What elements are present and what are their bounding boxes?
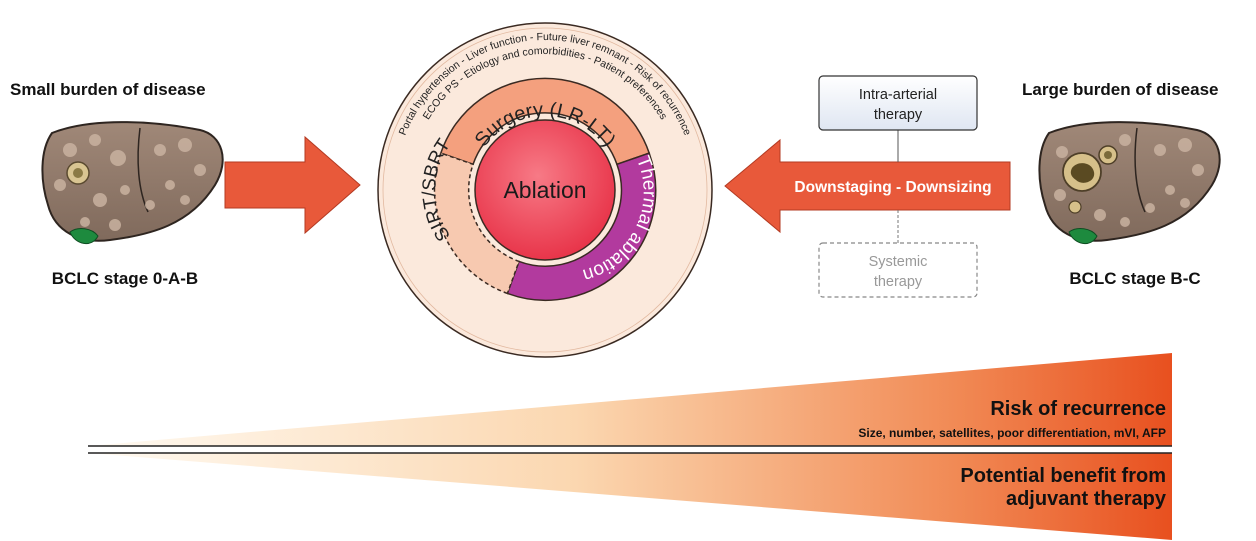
downstaging-label: Downstaging - Downsizing <box>794 179 991 196</box>
systemic-line1: Systemic <box>869 254 928 270</box>
risk-subtitle: Size, number, satellites, poor different… <box>858 426 1166 440</box>
treatment-wheel: Portal hypertension - Liver function - F… <box>377 22 713 358</box>
surgery-segment <box>439 77 651 166</box>
intra-arterial-therapy-box: Intra-arterial therapy <box>818 75 978 131</box>
right-heading: Large burden of disease <box>1022 80 1219 99</box>
intra-arterial-line1: Intra-arterial <box>859 87 937 103</box>
systemic-therapy-box: Systemic therapy <box>818 242 978 298</box>
sirt-sbrt-segment <box>433 152 520 295</box>
ablation-label: Ablation <box>503 177 586 203</box>
thermal-ablation-segment <box>506 152 657 301</box>
liver-illustration-left <box>41 121 224 244</box>
adjuvant-title-line2: adjuvant therapy <box>1006 488 1167 510</box>
liver-illustration-right <box>1038 121 1221 244</box>
arrow-right-to-wheel <box>224 135 361 235</box>
ablation-center <box>474 119 616 261</box>
adjuvant-benefit-wedge: Potential benefit from adjuvant therapy <box>88 452 1172 540</box>
risk-title: Risk of recurrence <box>990 398 1166 420</box>
intra-arterial-line2: therapy <box>874 107 923 123</box>
right-stage-label: BCLC stage B-C <box>1069 269 1200 288</box>
risk-of-recurrence-wedge: Risk of recurrence Size, number, satelli… <box>88 353 1172 447</box>
systemic-line2: therapy <box>874 274 923 290</box>
left-heading: Small burden of disease <box>10 80 206 99</box>
adjuvant-title-line1: Potential benefit from <box>960 465 1166 487</box>
downstaging-arrow <box>724 138 1011 234</box>
left-stage-label: BCLC stage 0-A-B <box>52 269 198 288</box>
